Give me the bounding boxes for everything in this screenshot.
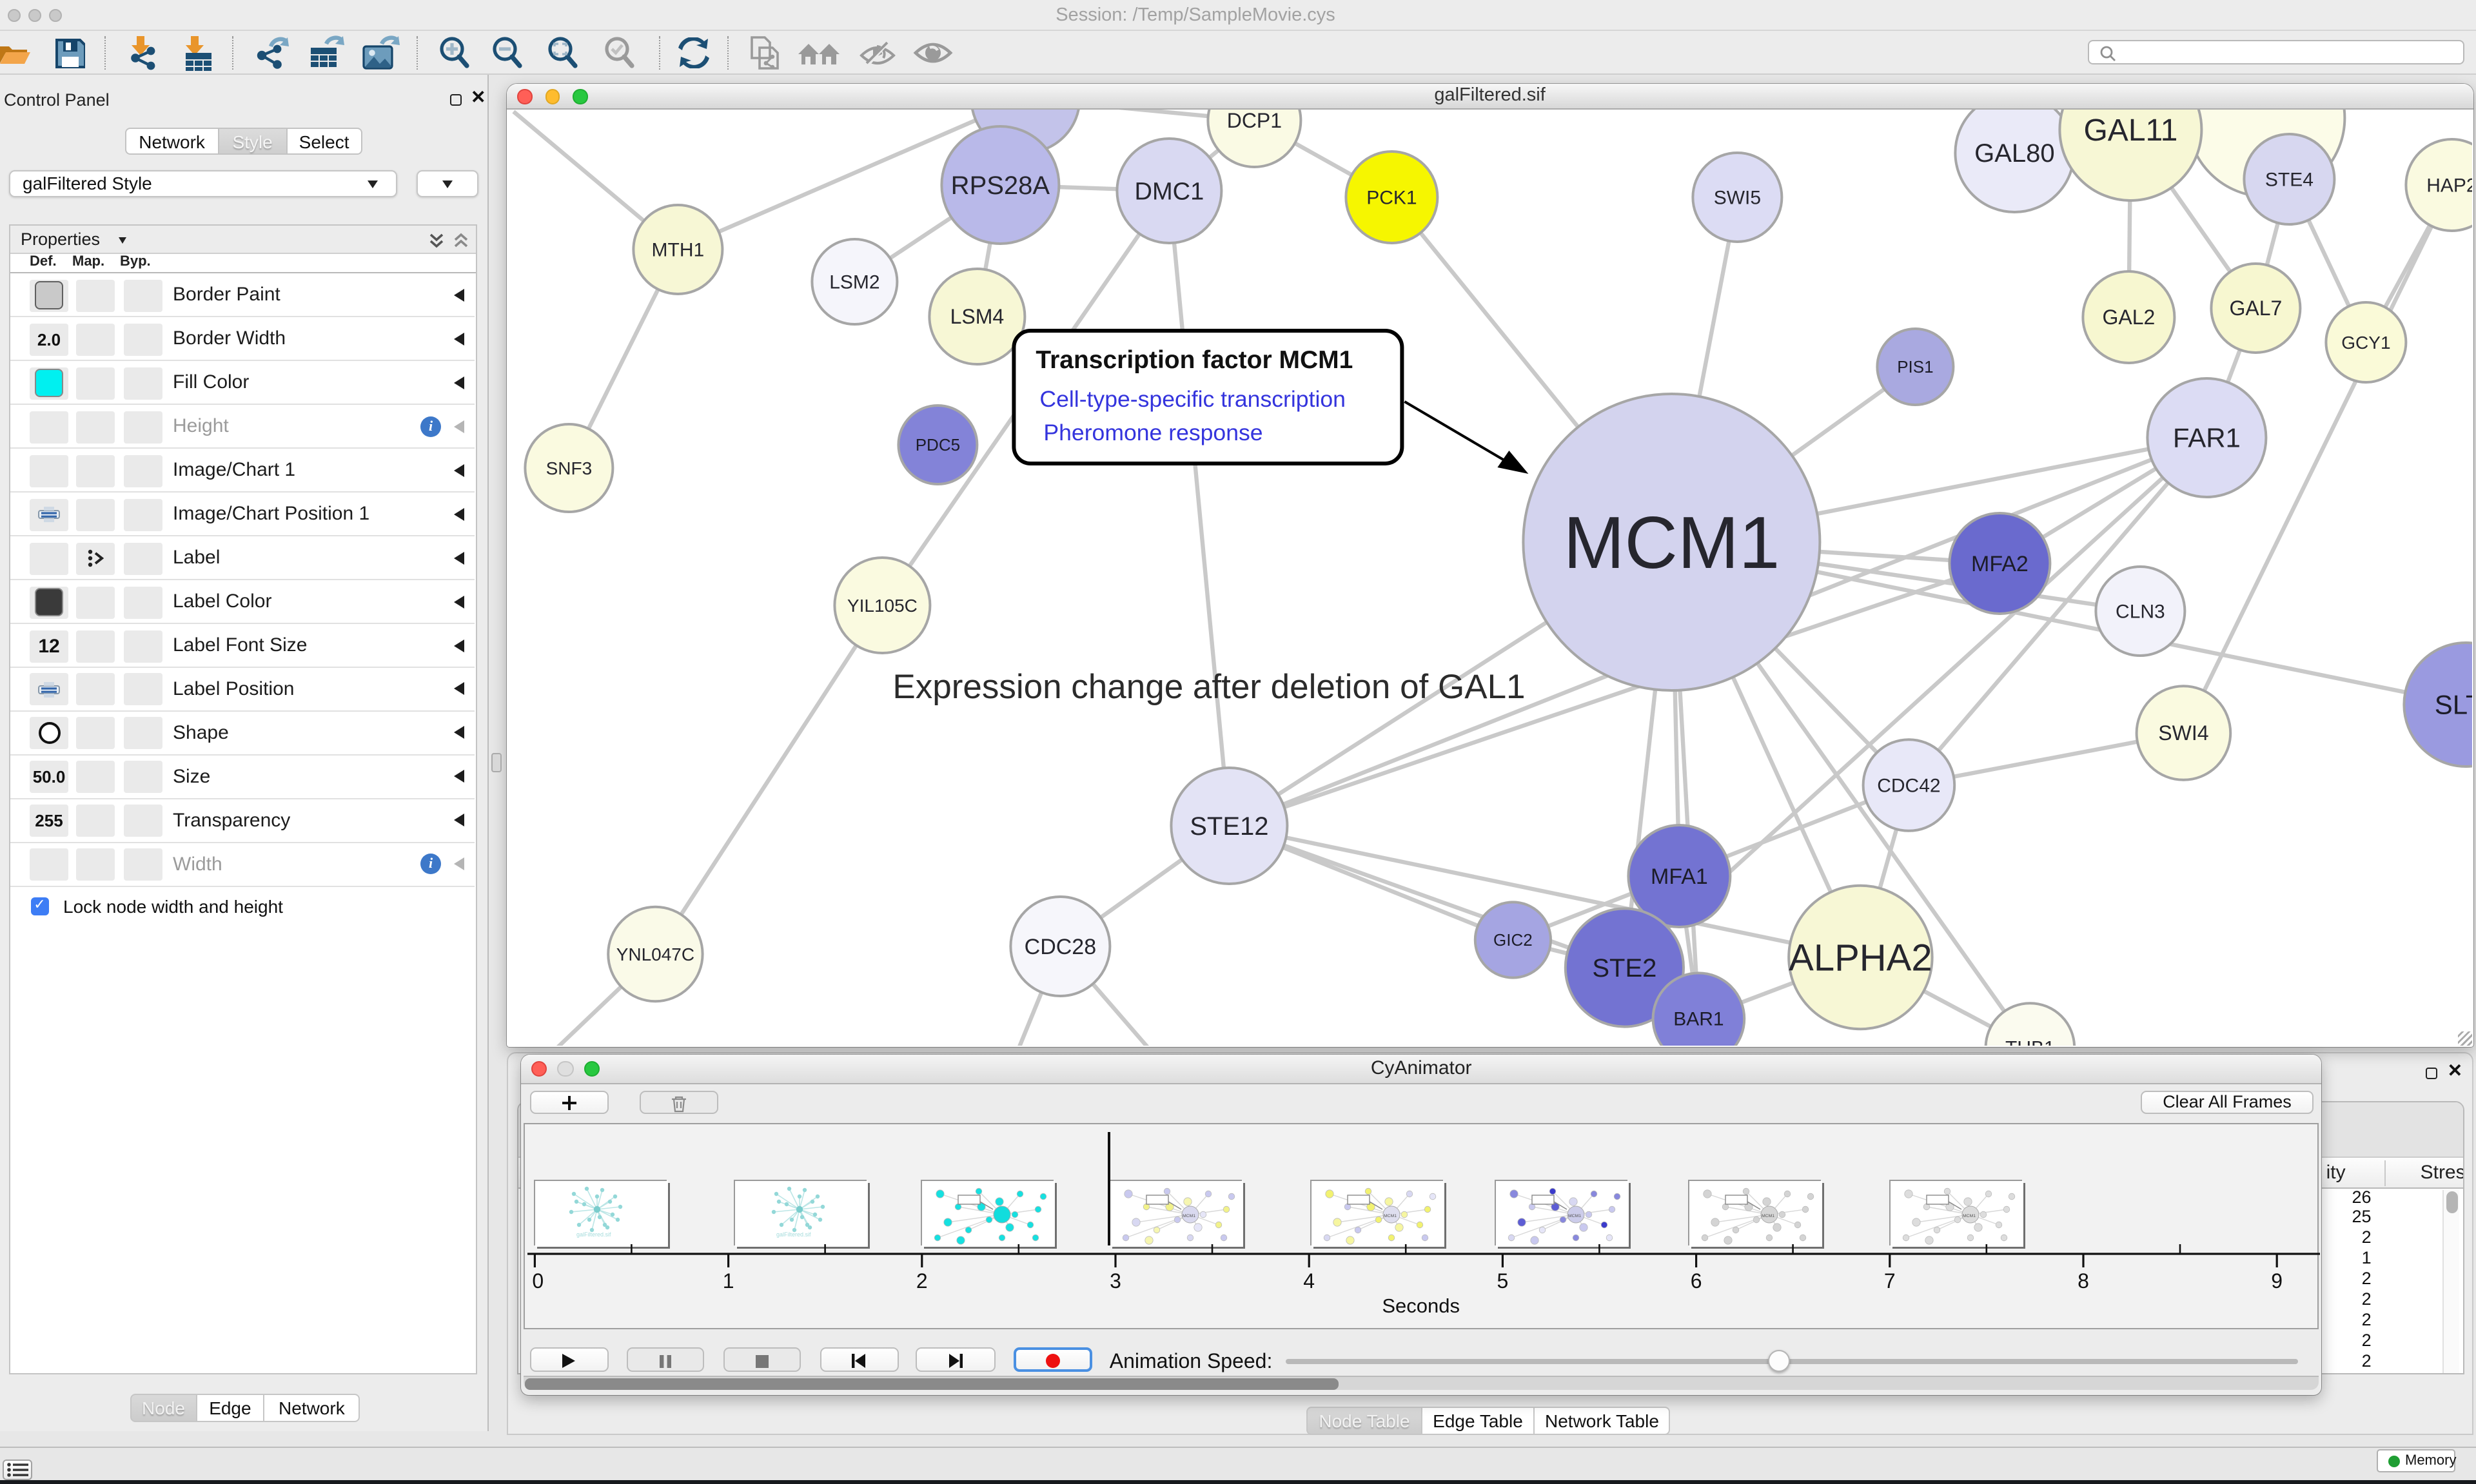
svg-text:CLN3: CLN3 [2116, 601, 2165, 622]
svg-text:RPS28A: RPS28A [950, 171, 1050, 199]
svg-text:BAR1: BAR1 [1673, 1008, 1724, 1030]
svg-text:SLT2: SLT2 [2434, 689, 2471, 719]
svg-text:MTH1: MTH1 [651, 239, 704, 260]
svg-text:DMC1: DMC1 [1134, 177, 1204, 204]
svg-text:SWI5: SWI5 [1713, 187, 1760, 208]
svg-text:PDC5: PDC5 [915, 434, 959, 454]
svg-text:0: 0 [532, 1269, 544, 1292]
svg-text:MCM1: MCM1 [1384, 1213, 1397, 1218]
svg-text:GAL2: GAL2 [2102, 305, 2155, 328]
svg-text:GIC2: GIC2 [1493, 930, 1533, 949]
svg-text:4: 4 [1303, 1269, 1315, 1292]
svg-text:8: 8 [2077, 1269, 2088, 1292]
svg-text:ALPHA2: ALPHA2 [1789, 936, 1932, 978]
svg-text:DCP1: DCP1 [1226, 109, 1281, 132]
svg-text:YNL047C: YNL047C [616, 944, 694, 964]
svg-text:7: 7 [1883, 1269, 1895, 1292]
svg-text:Transcription factor MCM1: Transcription factor MCM1 [1036, 346, 1353, 373]
svg-text:PCK1: PCK1 [1366, 187, 1417, 208]
svg-text:GAL80: GAL80 [1974, 139, 2055, 167]
svg-text:Pheromone response: Pheromone response [1043, 419, 1263, 445]
svg-text:HAP2: HAP2 [2426, 175, 2472, 196]
svg-text:STE2: STE2 [1592, 953, 1656, 982]
svg-text:Cell-type-specific transcripti: Cell-type-specific transcription [1039, 386, 1346, 411]
svg-text:GCY1: GCY1 [2341, 332, 2390, 352]
svg-text:Expression change after deleti: Expression change after deletion of GAL1 [892, 667, 1525, 705]
svg-text:STE12: STE12 [1190, 812, 1268, 840]
svg-text:GAL11: GAL11 [2083, 113, 2177, 147]
svg-text:9: 9 [2271, 1269, 2283, 1292]
svg-text:CDC42: CDC42 [1877, 775, 1940, 796]
svg-text:SWI4: SWI4 [2158, 721, 2208, 744]
svg-text:LSM2: LSM2 [829, 271, 879, 293]
svg-text:GAL7: GAL7 [2229, 296, 2282, 319]
svg-text:MCM1: MCM1 [1182, 1213, 1195, 1218]
svg-text:5: 5 [1497, 1269, 1508, 1292]
svg-text:LSM4: LSM4 [950, 304, 1004, 327]
svg-text:MCM1: MCM1 [1963, 1213, 1976, 1218]
svg-text:TUB1: TUB1 [2005, 1037, 2055, 1046]
svg-text:galFiltered.sif: galFiltered.sif [776, 1231, 811, 1237]
svg-text:STE4: STE4 [2265, 169, 2313, 190]
svg-text:MCM1: MCM1 [1568, 1213, 1581, 1218]
svg-text:MCM1: MCM1 [1563, 502, 1780, 583]
svg-text:FAR1: FAR1 [2172, 422, 2240, 453]
svg-text:PIS1: PIS1 [1897, 356, 1933, 376]
svg-text:MFA2: MFA2 [1971, 551, 2029, 576]
svg-text:MFA1: MFA1 [1651, 864, 1708, 888]
svg-text:1: 1 [722, 1269, 734, 1292]
svg-text:YIL105C: YIL105C [847, 595, 918, 615]
svg-text:6: 6 [1690, 1269, 1702, 1292]
svg-text:CDC28: CDC28 [1024, 934, 1096, 959]
svg-text:SNF3: SNF3 [545, 458, 592, 478]
svg-text:2: 2 [916, 1269, 927, 1292]
svg-text:3: 3 [1109, 1269, 1121, 1292]
svg-text:galFiltered.sif: galFiltered.sif [577, 1231, 612, 1237]
svg-text:MCM1: MCM1 [1762, 1213, 1775, 1218]
